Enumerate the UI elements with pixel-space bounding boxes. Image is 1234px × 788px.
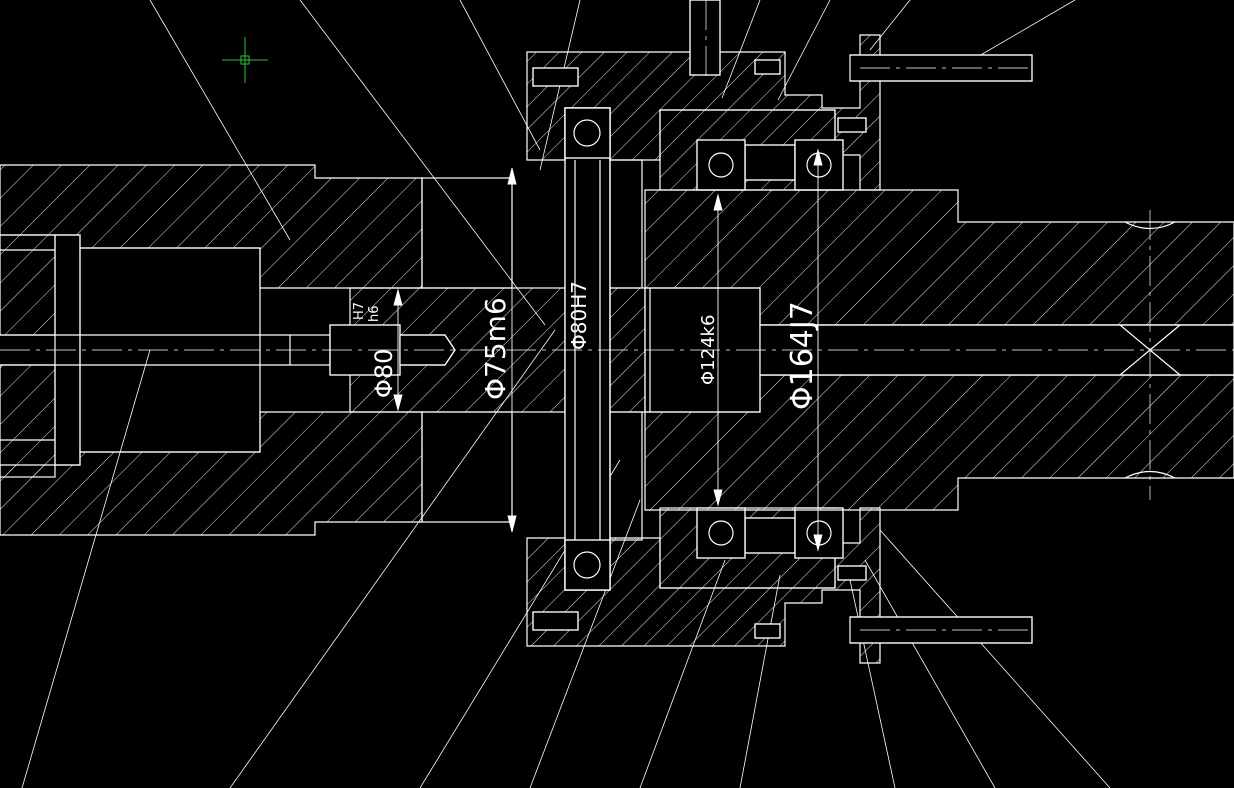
dim-phi75m6: Φ75m6: [479, 297, 512, 400]
centerlines: [0, 0, 1234, 631]
crosshair-cursor-icon: [222, 37, 268, 83]
bottom-bearing-housing: [526, 507, 1033, 664]
dim-fit-numerator: H7: [352, 302, 367, 320]
dim-fit-denominator: h6: [367, 305, 382, 322]
dim-phi80h7-bore: Φ80H7: [567, 281, 591, 350]
dim-phi124k6: Φ124k6: [698, 315, 719, 385]
top-bearing-housing: [526, 0, 1033, 191]
dimension-lines: [393, 148, 823, 552]
left-housing: [0, 164, 423, 536]
dim-phi164j7: Φ164J7: [785, 301, 820, 410]
dimension-texts: Φ75m6 Φ80H7 Φ124k6 Φ164J7 Φ80 H7 h6: [352, 281, 820, 410]
dim-phi80-prefix: Φ80: [370, 349, 398, 398]
